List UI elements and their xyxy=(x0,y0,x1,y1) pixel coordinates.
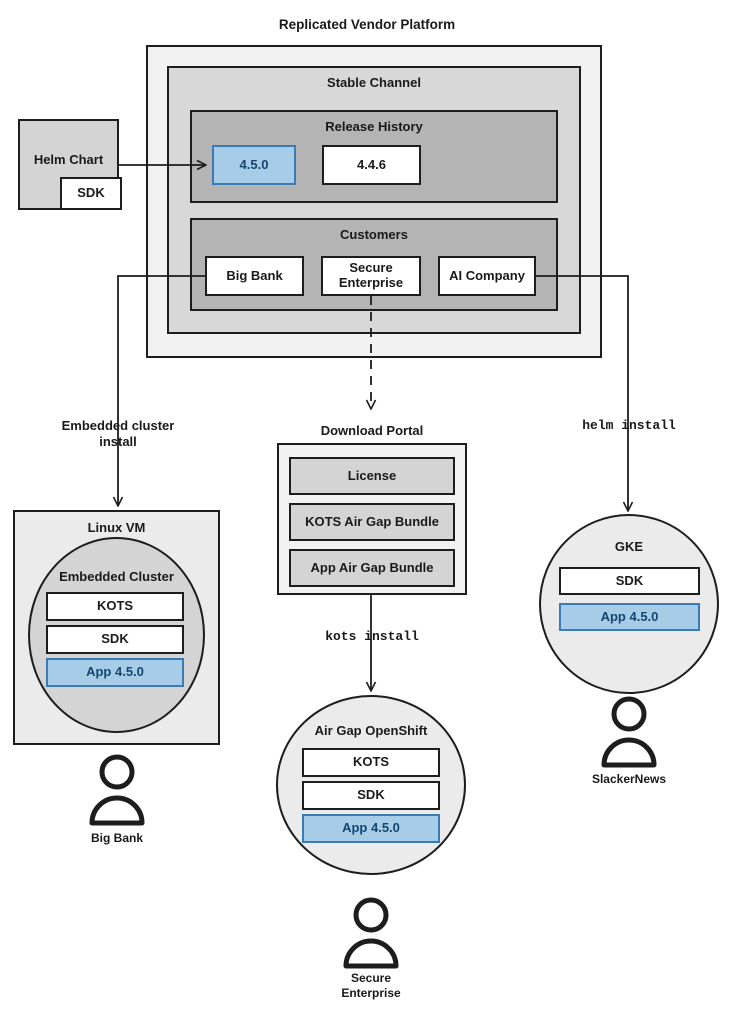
air-gap-openshift-label: Air Gap OpenShift xyxy=(314,723,428,738)
component-sdk[interactable]: SDK xyxy=(302,781,440,810)
person-icon-slackernews xyxy=(601,696,657,768)
customers-label: Customers xyxy=(340,227,408,242)
person-label-secure-enterprise: Secure Enterprise xyxy=(291,971,451,1001)
release-version-label: 4.4.6 xyxy=(357,156,386,172)
component-sdk[interactable]: SDK xyxy=(559,567,700,595)
customer-name: Secure Enterprise xyxy=(338,260,404,290)
component-label: App 4.5.0 xyxy=(342,820,400,836)
sdk-label: SDK xyxy=(77,185,105,201)
embedded-cluster-label: Embedded Cluster xyxy=(59,569,174,584)
release-4-5-0[interactable]: 4.5.0 xyxy=(212,145,296,185)
component-label: App 4.5.0 xyxy=(86,664,144,680)
artifact-label: License xyxy=(347,467,397,483)
edge-label-line1: Embedded cluster xyxy=(61,418,175,433)
edge-label-embedded-cluster-install: Embedded cluster install xyxy=(38,418,198,449)
edge-label-helm-install: helm install xyxy=(582,418,676,433)
helm-chart-sdk-box[interactable]: SDK xyxy=(60,177,122,210)
customer-name: Big Bank xyxy=(226,267,283,283)
person-label-big-bank: Big Bank xyxy=(90,831,143,845)
component-label: SDK xyxy=(101,631,129,647)
component-app[interactable]: App 4.5.0 xyxy=(302,814,440,843)
component-label: KOTS xyxy=(352,754,390,770)
customer-secure-enterprise[interactable]: Secure Enterprise xyxy=(321,256,421,296)
component-label: App 4.5.0 xyxy=(600,608,659,624)
artifact-kots-air-gap-bundle[interactable]: KOTS Air Gap Bundle xyxy=(289,503,455,541)
edge-label-line2: install xyxy=(99,433,137,449)
component-label: SDK xyxy=(357,787,385,803)
component-kots[interactable]: KOTS xyxy=(302,748,440,777)
edge-label-kots-install: kots install xyxy=(325,629,419,644)
component-kots[interactable]: KOTS xyxy=(46,592,184,621)
person-label-line1: Secure xyxy=(350,971,392,985)
component-label: SDK xyxy=(615,572,644,588)
customer-name: AI Company xyxy=(449,267,525,283)
linux-vm-label: Linux VM xyxy=(87,520,146,535)
person-icon-big-bank xyxy=(89,754,145,826)
artifact-label: App Air Gap Bundle xyxy=(310,559,434,575)
artifact-app-air-gap-bundle[interactable]: App Air Gap Bundle xyxy=(289,549,455,587)
release-4-4-6[interactable]: 4.4.6 xyxy=(322,145,421,185)
component-label: KOTS xyxy=(96,598,134,614)
component-app[interactable]: App 4.5.0 xyxy=(559,603,700,631)
release-history-label: Release History xyxy=(325,119,423,134)
component-app[interactable]: App 4.5.0 xyxy=(46,658,184,687)
person-label-line2: Enterprise xyxy=(341,986,401,1000)
helm-chart-label: Helm Chart xyxy=(33,152,104,167)
download-portal-title: Download Portal xyxy=(320,423,424,438)
person-label-slackernews: SlackerNews xyxy=(591,772,667,786)
gke-label: GKE xyxy=(614,539,644,554)
release-version-label: 4.5.0 xyxy=(239,156,269,172)
stable-channel-label: Stable Channel xyxy=(327,75,421,90)
customer-ai-company[interactable]: AI Company xyxy=(438,256,536,296)
person-icon-secure-enterprise xyxy=(343,897,399,969)
page-title: Replicated Vendor Platform xyxy=(278,17,456,32)
artifact-label: KOTS Air Gap Bundle xyxy=(305,513,439,529)
customer-big-bank[interactable]: Big Bank xyxy=(205,256,304,296)
artifact-license[interactable]: License xyxy=(289,457,455,495)
component-sdk[interactable]: SDK xyxy=(46,625,184,654)
